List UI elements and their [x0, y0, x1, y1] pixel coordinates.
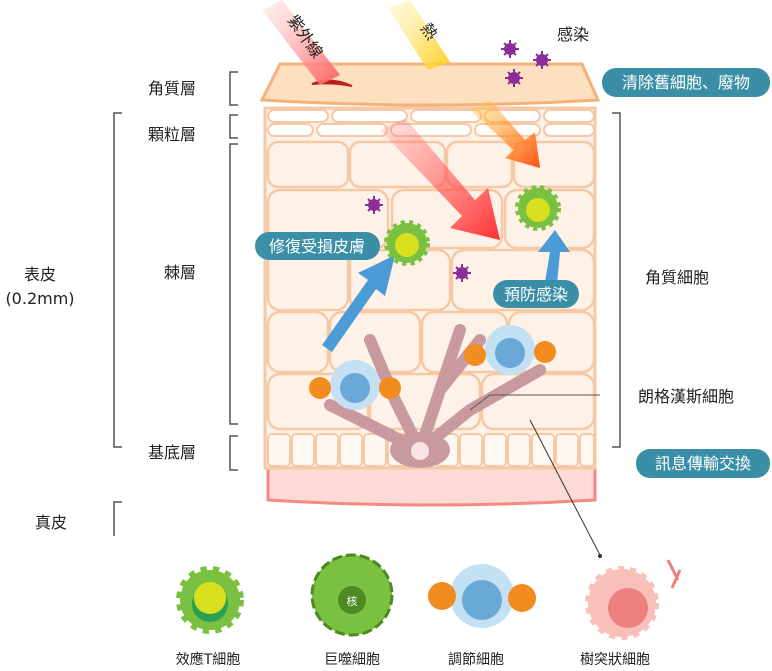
stratum-granulosum-label: 顆粒層: [148, 125, 196, 144]
repair-pill: [255, 232, 380, 260]
dendritic-cell-label: 樹突狀細胞: [580, 652, 650, 668]
macrophage-icon: 核: [310, 553, 394, 637]
remove-waste-text: 清除舊細胞、廢物: [622, 73, 750, 92]
nucleus-label: 核: [347, 594, 358, 608]
heat-ray: [388, 0, 450, 70]
uv-ray: [262, 0, 340, 85]
regulatory-cell-in-tissue: [309, 325, 556, 410]
stratum-spinosum-label: 棘層: [164, 263, 196, 282]
infection-label: 感染: [557, 25, 589, 44]
prevent-pill: [493, 280, 579, 308]
keratinocyte-label: 角質細胞: [645, 268, 709, 287]
effector-t-cell-label: 效應T細胞: [176, 651, 241, 668]
dendritic-cell-icon: [585, 559, 682, 640]
stratum-corneum-label: 角質層: [148, 79, 196, 98]
repair-arrow: [322, 255, 395, 352]
stratum-basale-label: 基底層: [148, 443, 196, 462]
repair-text: 修復受損皮膚: [269, 237, 365, 256]
epidermis-label: 表皮: [24, 265, 56, 284]
dermis-band: [266, 458, 597, 507]
dendritic-leader-line: [529, 419, 601, 556]
heat-arrow: [470, 100, 540, 168]
regulatory-cell-icon: [428, 564, 536, 628]
prevent-text: 預防感染: [504, 285, 568, 304]
effector-t-cell-icon: [176, 566, 244, 634]
langerhans-label: 朗格漢斯細胞: [638, 387, 734, 406]
regulatory-cell-label: 調節細胞: [448, 651, 504, 668]
signal-exchange-pill: [636, 449, 770, 478]
prevent-arrow: [538, 230, 570, 284]
macrophage-label: 巨噬細胞: [324, 652, 380, 668]
signal-exchange-text: 訊息傳輸交換: [655, 454, 751, 473]
dermis-label: 真皮: [35, 513, 67, 532]
uv-arrow: [380, 118, 500, 240]
effector-t-cell-in-tissue: [384, 185, 561, 266]
epidermis-thickness: (0.2mm): [5, 289, 74, 308]
layer-brackets: [113, 71, 621, 536]
remove-waste-pill: [602, 68, 770, 97]
